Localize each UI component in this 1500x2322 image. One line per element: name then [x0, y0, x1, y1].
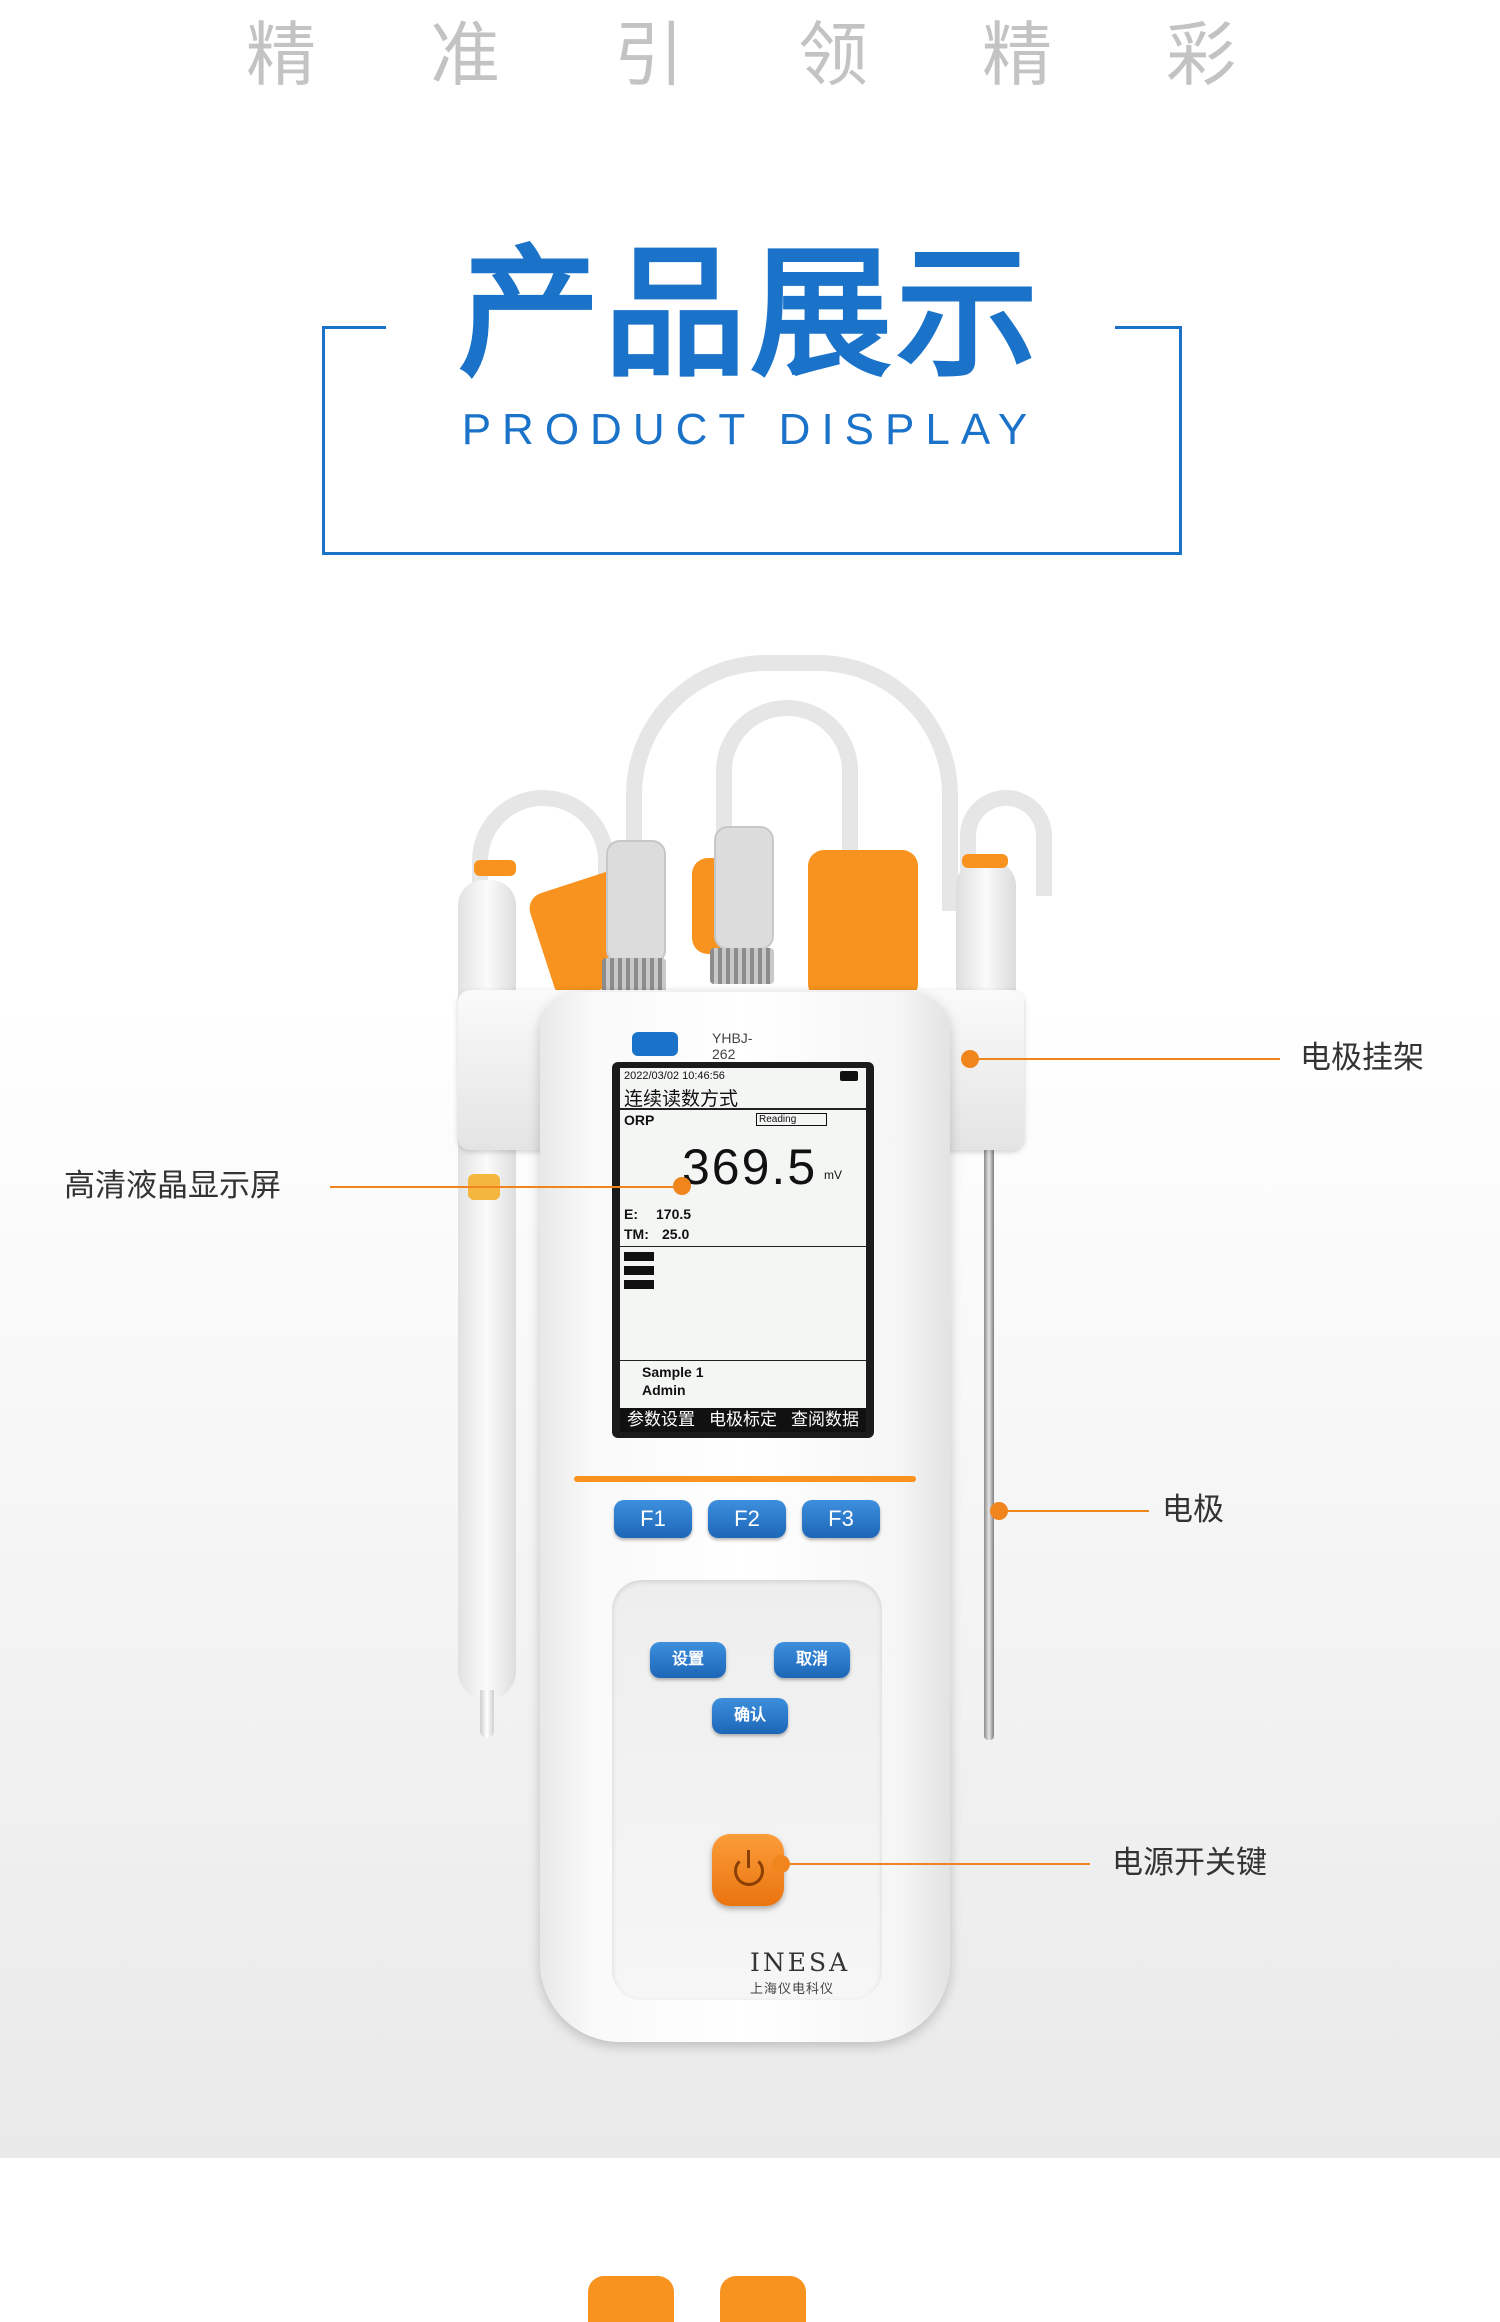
connector-plug [606, 840, 666, 964]
callout-power-key: 电源开关键 [1112, 1845, 1267, 1881]
screen-status: Reading [756, 1113, 828, 1126]
power-button[interactable] [712, 1834, 784, 1906]
power-icon [747, 1850, 750, 1868]
screen-sample: Sample 1 [642, 1364, 704, 1380]
orange-cap [720, 2276, 806, 2322]
battery-icon [840, 1071, 858, 1081]
screen-tab-bar: 参数设置 电极标定 查阅数据 [620, 1408, 866, 1432]
callout-lcd-screen: 高清液晶显示屏 [64, 1168, 281, 1204]
brand-logo [632, 1032, 678, 1056]
screen-info-tag [624, 1252, 654, 1261]
f2-key[interactable]: F2 [708, 1500, 786, 1538]
screen-datetime: 2022/03/02 10:46:56 [624, 1070, 725, 1082]
screen-user: Admin [642, 1382, 686, 1398]
electrode-rod [984, 1140, 994, 1740]
slogan-char: 精 [982, 14, 1052, 96]
screen-mode: 连续读数方式 [624, 1089, 739, 1110]
slogan-char: 领 [798, 14, 868, 96]
screen-tab-params: 参数设置 [627, 1410, 695, 1429]
f3-key[interactable]: F3 [802, 1500, 880, 1538]
electrode-collar [474, 860, 516, 876]
slogan-char: 引 [614, 14, 684, 96]
callout-line [999, 1510, 1149, 1512]
title-frame-corner [322, 326, 386, 329]
section-title: 产品展示 [458, 232, 1042, 397]
screen-e-label: E: [624, 1206, 638, 1222]
maker-logo: INESA [750, 1948, 851, 1977]
power-icon [734, 1856, 764, 1886]
slogan: 精 准 引 领 精 彩 [0, 10, 1500, 100]
callout-electrode-holder: 电极挂架 [1300, 1040, 1424, 1076]
confirm-key[interactable]: 确认 [712, 1698, 788, 1734]
orange-cap [808, 850, 918, 1000]
screen-main-unit: mV [824, 1168, 842, 1182]
callout-line [781, 1863, 1090, 1865]
screen-divider [620, 1246, 866, 1247]
screen-info-tag [624, 1280, 654, 1289]
title-frame [322, 326, 1182, 555]
orange-cap [588, 2276, 674, 2322]
screen-tm-label: TM: [624, 1226, 649, 1242]
model-label: YHBJ-262 [712, 1030, 753, 1062]
slogan-char: 彩 [1166, 14, 1236, 96]
electrode-collar [962, 854, 1008, 868]
screen-parameter: ORP [624, 1112, 655, 1128]
connector-plug [602, 958, 666, 994]
connector-plug [710, 948, 774, 984]
screen-e-value: 170.5 [656, 1206, 692, 1222]
connector-plug [714, 826, 774, 950]
electrode-tip [480, 1690, 494, 1738]
callout-line [970, 1058, 1280, 1060]
lcd-screen: 2022/03/02 10:46:56 连续读数方式 ORP Reading 3… [620, 1068, 866, 1432]
screen-tm-value: 25.0 [662, 1226, 690, 1242]
screen-divider [620, 1108, 866, 1110]
section-subtitle: PRODUCT DISPLAY [461, 405, 1039, 454]
callout-electrode: 电极 [1162, 1492, 1224, 1528]
slogan-char: 准 [430, 14, 500, 96]
screen-info-tag [624, 1266, 654, 1275]
orange-accent-bar [574, 1476, 916, 1482]
f1-key[interactable]: F1 [614, 1500, 692, 1538]
screen-divider [620, 1360, 866, 1361]
settings-key[interactable]: 设置 [650, 1642, 726, 1678]
screen-tab-calibration: 电极标定 [709, 1410, 777, 1429]
slogan-char: 精 [246, 14, 316, 96]
callout-dot [673, 1177, 691, 1195]
title-frame-corner [1115, 326, 1179, 329]
screen-tab-data: 查阅数据 [791, 1410, 859, 1429]
maker-subtitle: 上海仪电科仪 [750, 1981, 835, 1996]
screen-main-value: 369.5 [682, 1139, 818, 1195]
cancel-key[interactable]: 取消 [774, 1642, 850, 1678]
callout-line [330, 1186, 682, 1188]
